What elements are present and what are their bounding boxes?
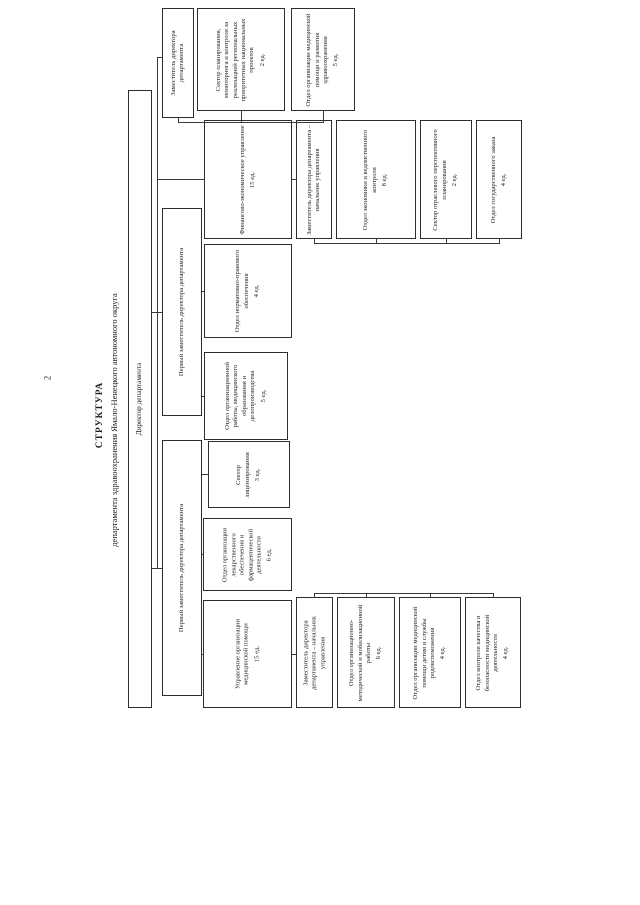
org-node-dept-econ-control: Отдел экономики и ведомственного контрол…: [336, 120, 416, 239]
connector-line: [152, 312, 162, 313]
connector-line: [202, 554, 204, 555]
org-node-dept-org-method: Отдел организационно-методической и моби…: [337, 597, 395, 708]
org-node-units: 5 ед.: [259, 389, 267, 403]
connector-line: [292, 654, 296, 655]
connector-line: [366, 593, 367, 597]
connector-line: [376, 239, 377, 243]
org-node-label: Сектор отраслевого перспективного планир…: [432, 128, 448, 231]
connector-line: [152, 568, 162, 569]
connector-line: [157, 57, 162, 58]
org-node-units: 2 ед.: [451, 173, 459, 186]
org-node-label: Директор департамента: [135, 362, 144, 436]
org-node-dept-drug-supply: Отдел организации лекарственного обеспеч…: [203, 518, 292, 591]
org-node-med-care-mgmt: Управление организации медицинской помощ…: [203, 600, 292, 708]
org-node-units: 6 ед.: [375, 646, 383, 659]
org-node-label: Заместитель директора департамента – нач…: [301, 615, 326, 690]
chart-subtitle: департамента здравоохранения Ямало-Ненец…: [108, 293, 119, 547]
connector-line: [493, 593, 494, 597]
org-node-deputy-top: Заместитель директора департамента: [162, 8, 194, 118]
org-node-dept-org-work: Отдел организационной работы, медицинско…: [204, 352, 288, 440]
connector-line: [157, 179, 204, 180]
org-node-dept-children-care: Отдел организации медицинской помощи дет…: [399, 597, 461, 708]
connector-line: [323, 111, 324, 123]
org-node-label: Отдел экономики и ведомственного контрол…: [362, 129, 378, 230]
org-node-label: Управление организации медицинской помощ…: [233, 618, 250, 690]
org-node-label: Отдел организационной работы, медицинско…: [223, 362, 257, 430]
org-node-units: 2 ед.: [258, 53, 266, 66]
org-node-units: 4 ед.: [439, 646, 447, 659]
org-node-label: Заместитель директора департамента – нач…: [305, 124, 321, 235]
connector-line: [292, 179, 296, 180]
connector-line: [202, 396, 204, 397]
org-node-units: 4 ед.: [502, 646, 510, 659]
org-node-label: Отдел государственного заказа: [489, 136, 497, 223]
org-node-label: Заместитель директора департамента: [169, 30, 185, 96]
page-number: 2: [42, 375, 52, 381]
connector-line: [446, 239, 447, 243]
org-node-deputy-head-fin: Заместитель директора департамента – нач…: [296, 120, 332, 239]
org-node-label: Первый заместитель директора департамент…: [177, 503, 185, 633]
org-node-units: 6 ед.: [265, 548, 273, 561]
org-node-sector-branch-planning: Сектор отраслевого перспективного планир…: [420, 120, 472, 239]
org-node-first-deputy-2: Первый заместитель директора департамент…: [162, 440, 202, 696]
org-node-label: Первый заместитель директора департамент…: [177, 247, 185, 377]
org-node-dept-quality-control: Отдел контроля качества и безопасности м…: [465, 597, 521, 708]
org-node-units: 8 ед.: [381, 173, 389, 186]
connector-line: [157, 57, 158, 569]
org-node-label: Отдел нормативно-правового обеспечения: [234, 249, 250, 333]
connector-line: [178, 122, 324, 123]
org-node-label: Отдел организационно-методической и моби…: [348, 604, 372, 701]
org-node-units: 4 ед.: [253, 284, 261, 298]
connector-line: [499, 239, 500, 243]
connector-line: [314, 593, 494, 594]
org-node-label: Отдел организации лекарственного обеспеч…: [221, 527, 262, 582]
connector-line: [178, 118, 179, 123]
org-node-units: 3 ед.: [254, 468, 262, 481]
connector-line: [202, 654, 204, 655]
connector-line: [202, 291, 204, 292]
org-node-label: Отдел организации медицинской помощи и р…: [305, 13, 329, 106]
org-node-dept-med-help-dev: Отдел организации медицинской помощи и р…: [291, 8, 355, 111]
org-node-label: Финансово-экономическое управление: [238, 124, 246, 235]
org-node-label: Сектор планирования, мониторинга и контр…: [214, 18, 256, 101]
org-node-sector-planning: Сектор планирования, мониторинга и контр…: [197, 8, 285, 111]
connector-line: [314, 593, 315, 597]
org-node-units: 5 ед.: [332, 53, 340, 66]
org-node-deputy-head-med: Заместитель директора департамента – нач…: [296, 597, 333, 708]
connector-line: [314, 243, 500, 244]
org-node-director: Директор департамента: [128, 90, 152, 708]
connector-line: [241, 111, 242, 123]
org-node-label: Сектор лицензирования: [235, 451, 251, 498]
org-node-label: Отдел организации медицинской помощи дет…: [412, 606, 436, 699]
connector-line: [430, 593, 431, 597]
org-node-first-deputy-1: Первый заместитель директора департамент…: [162, 208, 202, 416]
connector-line: [202, 474, 208, 475]
connector-line: [314, 239, 315, 243]
org-node-units: 15 ед.: [252, 645, 260, 663]
org-node-units: 4 ед.: [500, 173, 507, 186]
org-node-units: 15 ед.: [249, 171, 256, 188]
org-node-label: Отдел контроля качества и безопасности м…: [475, 614, 499, 691]
